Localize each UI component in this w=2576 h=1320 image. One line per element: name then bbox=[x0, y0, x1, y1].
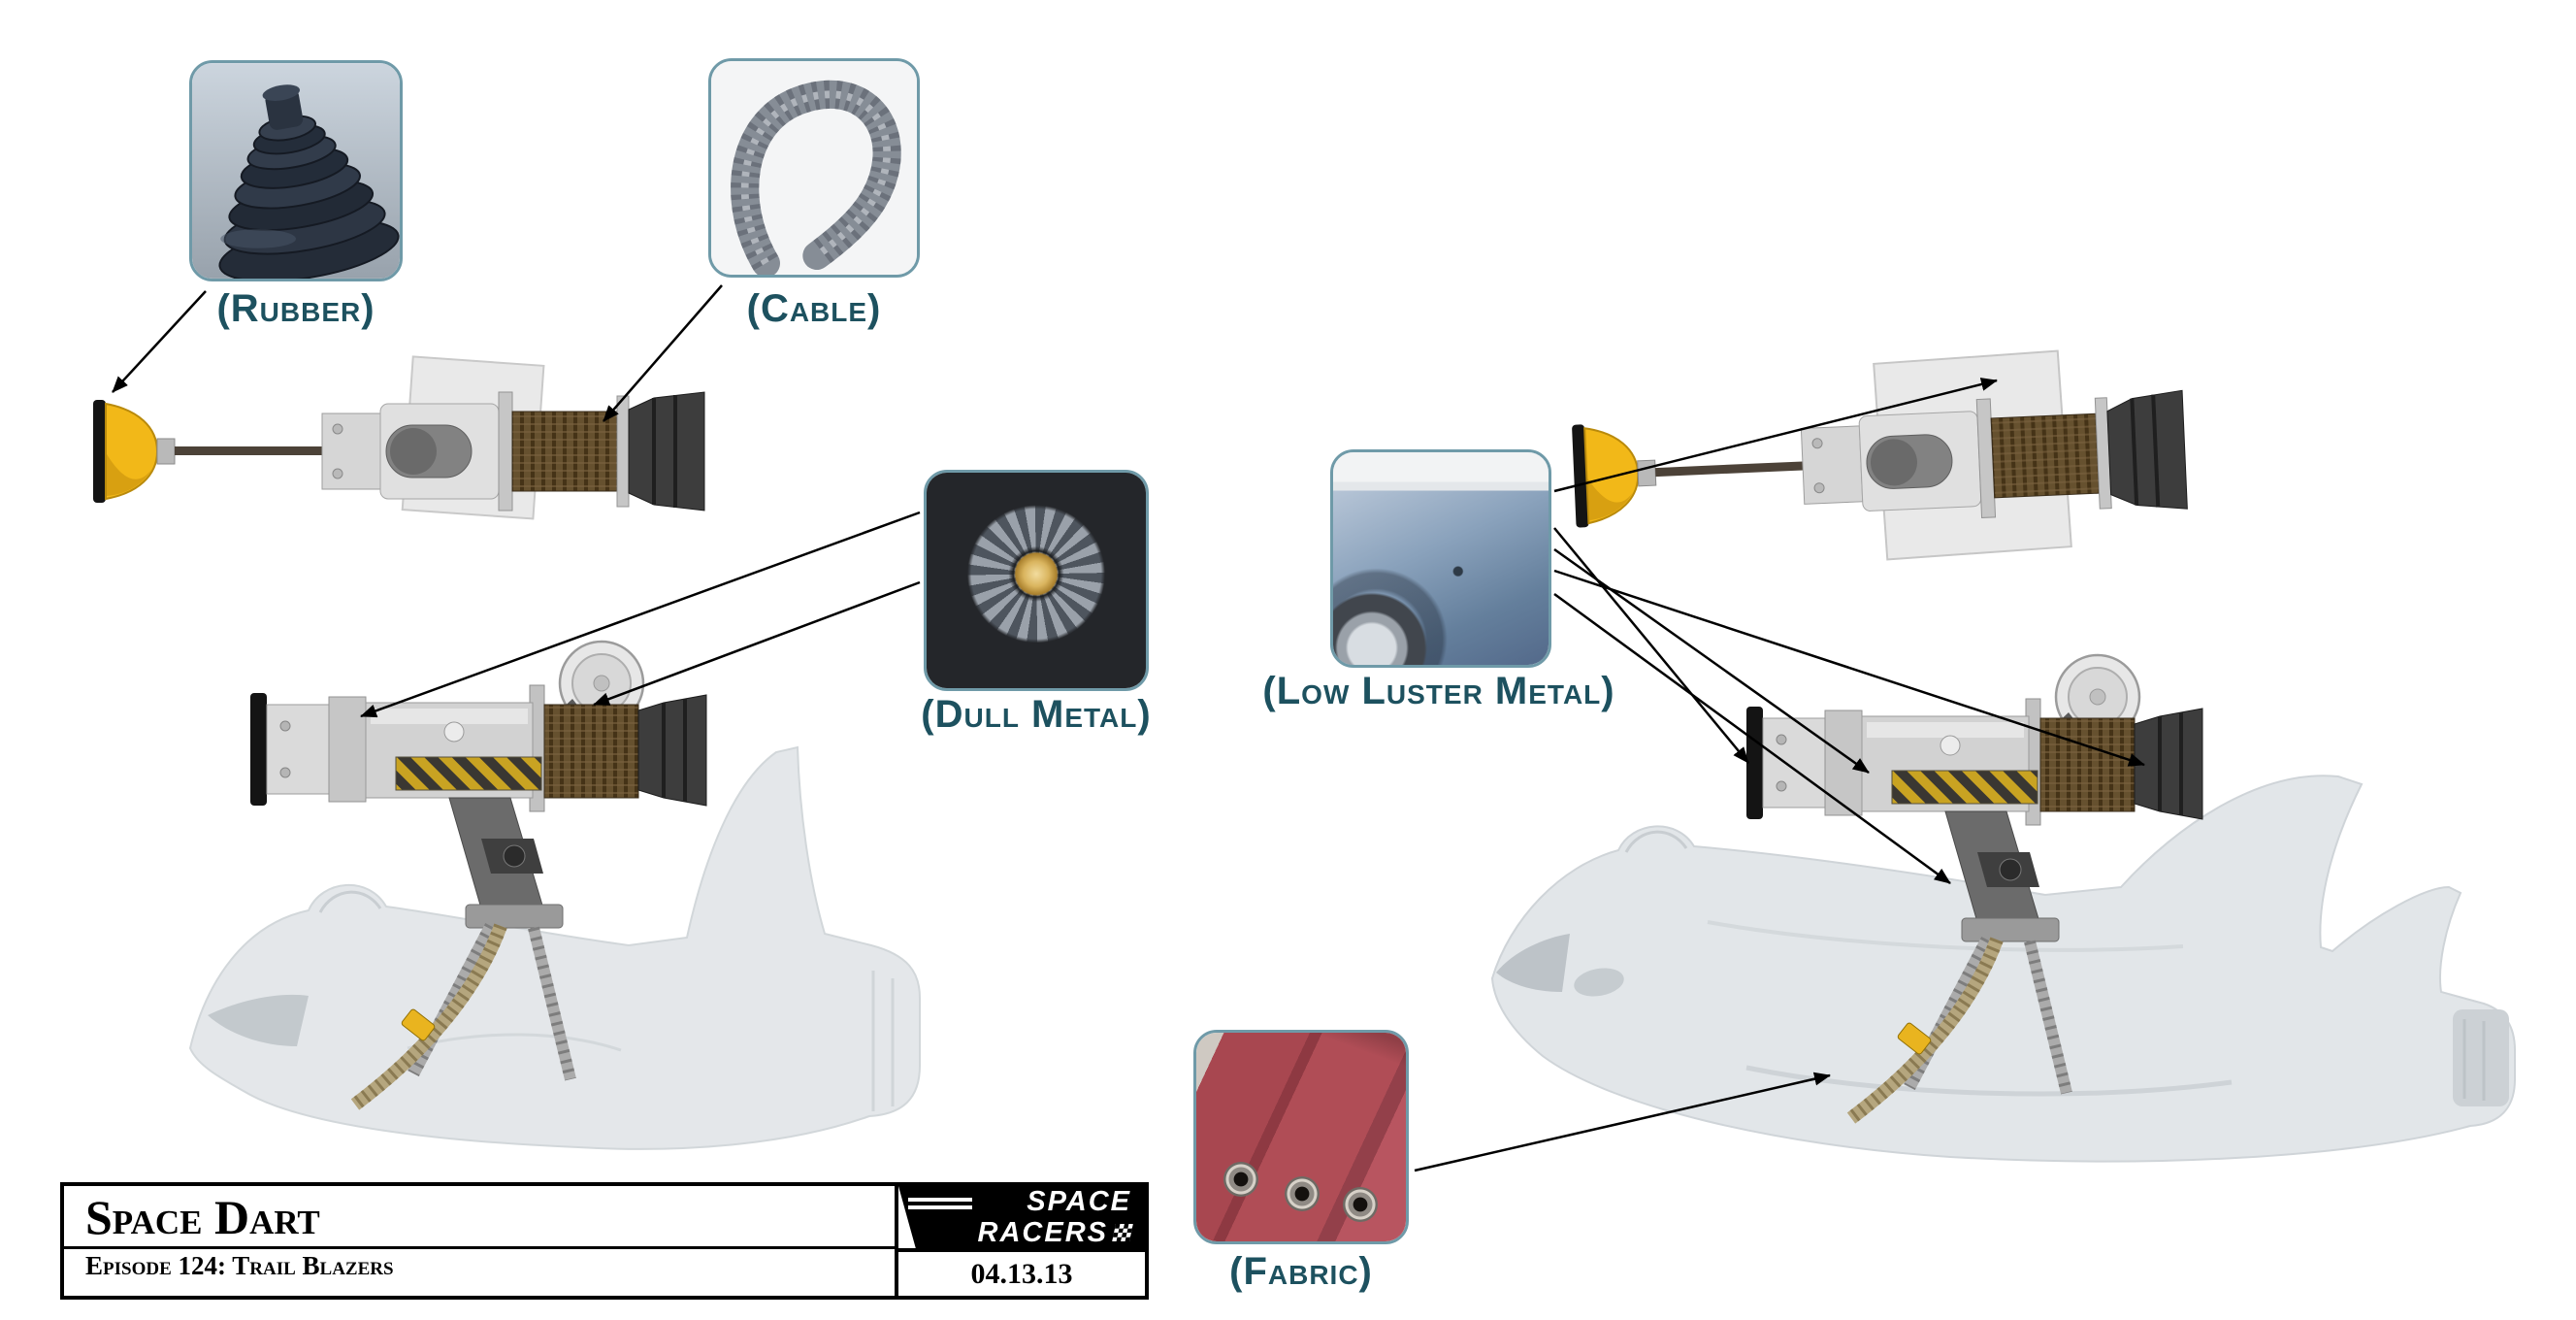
turbine-fan-image bbox=[927, 473, 1146, 688]
checkered-flag-icon bbox=[1112, 1224, 1133, 1241]
callout-arrow-dull-metal-1 bbox=[360, 511, 921, 718]
space-dart-ghost-left bbox=[188, 745, 921, 1150]
title-block: Space Dart Episode 124: Trail Blazers SP… bbox=[60, 1182, 1149, 1300]
car-fender-image bbox=[1333, 452, 1549, 665]
low-luster-metal-reference-photo bbox=[1330, 449, 1551, 668]
title-divider bbox=[64, 1246, 895, 1249]
fabric-reference-photo bbox=[1193, 1030, 1409, 1244]
dull-metal-reference-photo bbox=[924, 470, 1149, 691]
callout-arrow-cable bbox=[603, 284, 723, 422]
rubber-label: (Rubber) bbox=[216, 287, 375, 330]
wire-cable-illustration bbox=[711, 61, 917, 275]
episode-title: Episode 124: Trail Blazers bbox=[85, 1251, 394, 1280]
callout-arrows bbox=[112, 284, 2145, 1172]
cable-label: (Cable) bbox=[746, 287, 882, 330]
space-dart-ghost-right bbox=[1490, 775, 2516, 1163]
rubber-material-image bbox=[192, 63, 400, 279]
logo-word-space: SPACE bbox=[1027, 1186, 1131, 1217]
callout-arrow-fabric bbox=[1414, 1072, 1831, 1172]
callout-arrow-low-luster-2 bbox=[1553, 527, 1749, 764]
callout-arrow-low-luster-1 bbox=[1553, 378, 1998, 493]
speed-lines-icon bbox=[908, 1198, 972, 1209]
callout-arrow-low-luster-4 bbox=[1553, 569, 2145, 767]
logo-racers-text: RACERS bbox=[977, 1217, 1108, 1248]
title-block-text-area: Space Dart Episode 124: Trail Blazers bbox=[64, 1186, 895, 1296]
grommet-icon bbox=[1343, 1187, 1379, 1223]
logo-word-racers: RACERS bbox=[977, 1217, 1133, 1248]
sheet-title: Space Dart bbox=[85, 1190, 320, 1244]
fabric-label: (Fabric) bbox=[1229, 1250, 1373, 1293]
dull-metal-label: (Dull Metal) bbox=[921, 693, 1152, 736]
grommet-icon bbox=[1284, 1176, 1320, 1212]
red-strap-image bbox=[1196, 1033, 1406, 1241]
low-luster-metal-label: (Low Luster Metal) bbox=[1262, 670, 1615, 712]
space-racers-logo: SPACE RACERS bbox=[898, 1186, 1145, 1248]
title-block-logo-column: SPACE RACERS 04.13.13 bbox=[895, 1186, 1145, 1296]
cable-material-image bbox=[711, 61, 917, 275]
rubber-reference-photo bbox=[189, 60, 403, 281]
callout-arrow-low-luster-5 bbox=[1553, 592, 1951, 885]
grommet-icon bbox=[1223, 1162, 1259, 1198]
callout-arrow-dull-metal-2 bbox=[593, 580, 921, 707]
sheet-date: 04.13.13 bbox=[898, 1248, 1145, 1296]
callout-arrow-rubber bbox=[112, 290, 207, 393]
cable-reference-photo bbox=[708, 58, 920, 278]
callout-arrow-low-luster-3 bbox=[1553, 547, 1870, 775]
rubber-bellows-illustration bbox=[192, 63, 400, 279]
